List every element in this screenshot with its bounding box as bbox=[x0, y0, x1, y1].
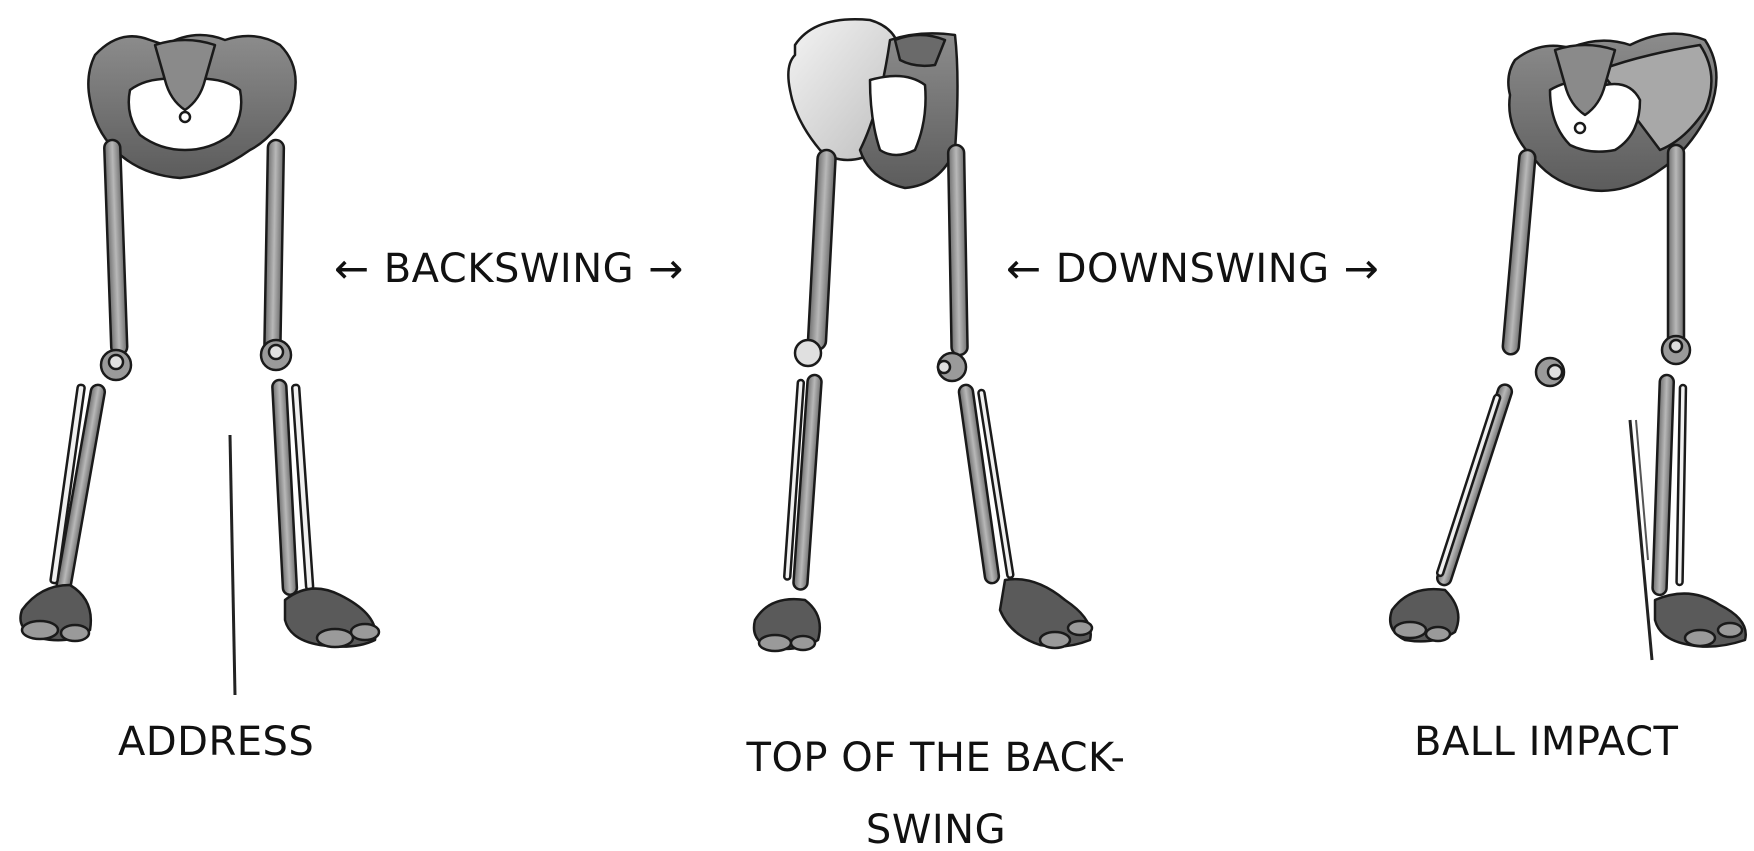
skeleton-ball-impact bbox=[1390, 34, 1746, 660]
right-leg-top-of-backswing bbox=[754, 150, 836, 651]
left-arrow-icon: ← bbox=[334, 248, 370, 290]
backswing-phase-label: ← BACKSWING → bbox=[334, 248, 684, 290]
top-of-backswing-caption-line2: SWING bbox=[716, 794, 1156, 851]
ball-impact-caption: BALL IMPACT bbox=[1414, 722, 1678, 762]
left-leg-top-of-backswing bbox=[938, 145, 1092, 648]
left-leg-address bbox=[261, 140, 379, 647]
right-leg-address bbox=[20, 140, 131, 641]
club-shaft-ball-impact bbox=[1630, 420, 1652, 660]
skeleton-top-of-backswing bbox=[754, 19, 1092, 651]
right-leg-ball-impact bbox=[1390, 149, 1564, 641]
left-arrow-icon: ← bbox=[1006, 248, 1042, 290]
top-of-backswing-caption: TOP OF THE BACK- SWING bbox=[716, 722, 1156, 851]
pelvis-top-of-backswing bbox=[788, 19, 957, 188]
skeleton-address bbox=[20, 35, 379, 695]
backswing-label: BACKSWING bbox=[384, 249, 634, 289]
downswing-phase-label: ← DOWNSWING → bbox=[1006, 248, 1379, 290]
club-shaft-address bbox=[230, 435, 235, 695]
right-arrow-icon: → bbox=[1344, 248, 1380, 290]
downswing-label: DOWNSWING bbox=[1056, 249, 1330, 289]
top-of-backswing-caption-line1: TOP OF THE BACK- bbox=[716, 722, 1156, 794]
address-caption: ADDRESS bbox=[118, 722, 314, 762]
right-arrow-icon: → bbox=[648, 248, 684, 290]
left-leg-ball-impact bbox=[1652, 145, 1745, 647]
